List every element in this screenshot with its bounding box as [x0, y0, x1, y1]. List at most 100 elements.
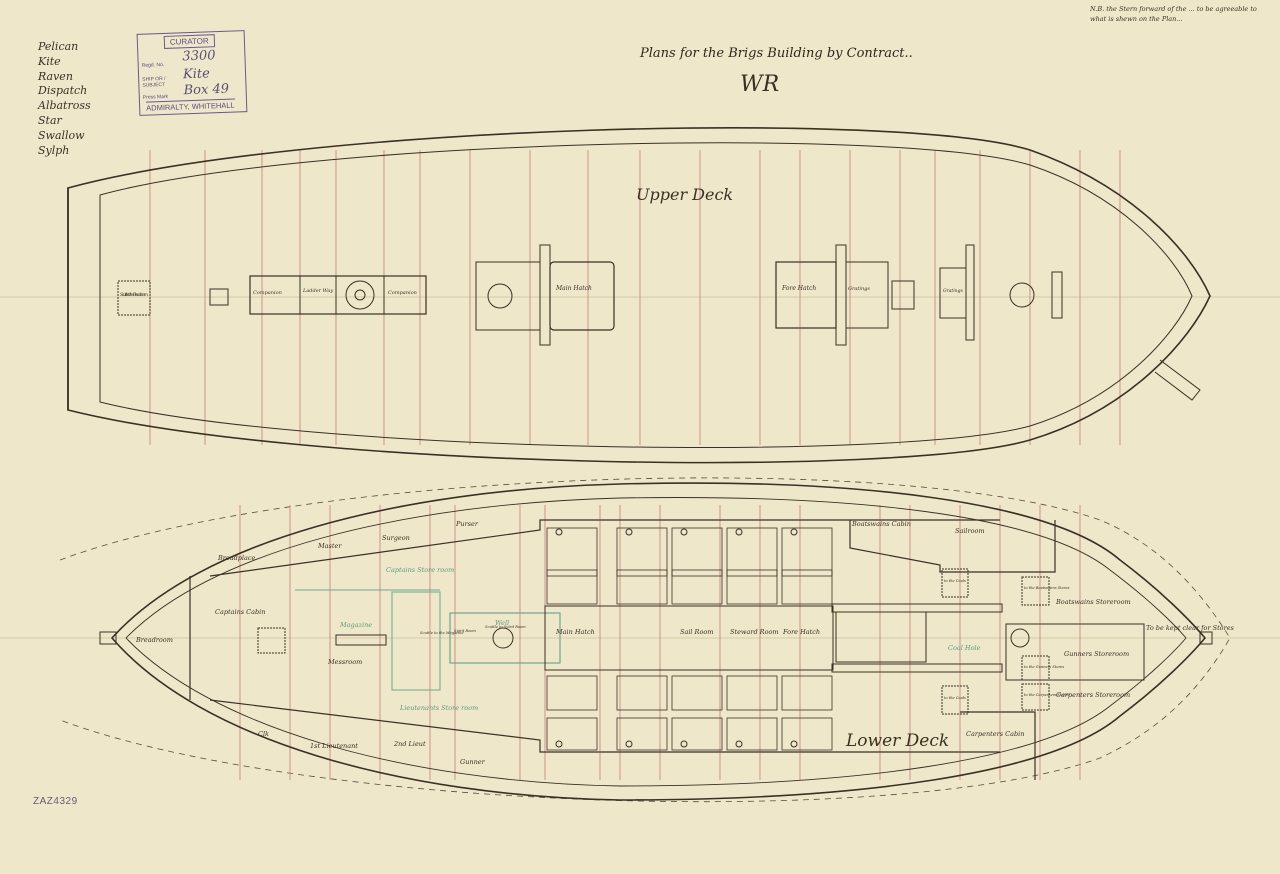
label-to-be-kept-clear: To be kept clear for Stores: [1146, 624, 1235, 632]
note: N.B. the Stern forward of the ... to be …: [1090, 5, 1257, 23]
hold-hatch-cell: [671, 569, 723, 605]
hold-hatch-cell: [546, 717, 598, 751]
label-companion: Companion: [388, 290, 417, 296]
label-fore-hatch: Fore Hatch: [782, 628, 820, 636]
signature: WR: [740, 72, 780, 97]
hold-hatchway: [544, 605, 834, 671]
label-surgeon: Surgeon: [382, 534, 410, 542]
coaming: [965, 244, 975, 341]
ring-bolt-icon: [680, 740, 688, 748]
scuttle-coals: [941, 568, 969, 598]
label-second-lieutenant: 2nd Lieut: [393, 740, 426, 748]
label-carpenters-store: to the Carpenters Stores: [1024, 693, 1069, 697]
scuttle-carpenter: [1021, 683, 1050, 711]
label-scuttle-spirit: Scuttle to Spirit Room: [485, 625, 526, 629]
label-boatswains-storeroom: Boatswains Storeroom: [1055, 598, 1131, 606]
reference-number: ZAZ4329: [33, 796, 78, 807]
scuttle-coals: [941, 685, 969, 715]
ship-name-list: Pelican Kite Raven Dispatch Albatross St…: [38, 40, 91, 158]
lower-deck-hull: [110, 482, 1207, 801]
hold-hatch-cell: [726, 527, 778, 577]
scuttle-breadroom: [117, 280, 151, 316]
fore-hatch: [775, 261, 837, 329]
ring-bolt-icon: [555, 740, 563, 748]
label-bread-place: Breadplace: [217, 554, 256, 562]
label-clk: Clk: [258, 730, 269, 738]
hold-hatch-cell: [616, 675, 668, 711]
hold-hatch-cell: [671, 717, 723, 751]
label-magazine: Magazine: [339, 621, 372, 629]
hold-hatch-cell: [616, 527, 668, 577]
ship-name: Kite: [38, 54, 61, 68]
plan-title: Plans for the Brigs Building by Contract…: [640, 46, 913, 61]
label-sail-room: Sail Room: [680, 628, 713, 636]
bulkhead-starboard: [209, 519, 1000, 577]
upper-deck-plan: Upper Deck Scuttle to the Breadroom Comp…: [67, 127, 1211, 464]
lower-deck-inner: [125, 497, 1187, 787]
coaming: [539, 244, 551, 346]
hatch-box: [257, 627, 286, 654]
magazine-scuttle: [335, 634, 387, 646]
hold-hatch-cell: [546, 675, 598, 711]
capstan-icon: [1010, 628, 1030, 648]
label-coal-hole: Coal Hole: [948, 644, 981, 652]
hold-hatch-cell: [726, 569, 778, 605]
storeroom-passage: [1005, 623, 1145, 681]
ring-bolt-icon: [680, 528, 688, 536]
label-captains-store: Captains Store room: [386, 566, 454, 574]
lower-deck-title: Lower Deck: [845, 731, 949, 751]
ring-bolt-icon: [735, 528, 743, 536]
galley-box: [891, 280, 915, 310]
bowsprit-step: [1154, 359, 1201, 401]
label-messroom: Messroom: [327, 658, 362, 666]
upper-deck-hull: [67, 127, 1211, 464]
label-main-hatch: Main Hatch: [555, 628, 595, 636]
hold-hatch-cell: [671, 675, 723, 711]
hold-hatch-cell: [781, 527, 833, 577]
ship-name: Raven: [38, 69, 73, 83]
ship-name: Star: [38, 113, 62, 127]
upper-deck-title: Upper Deck: [636, 185, 733, 204]
label-boatswains-store: to the Boatswains Stores: [1024, 586, 1070, 590]
label-gratings: Gratings: [848, 286, 870, 292]
carpenter-cabin-wall: [960, 711, 1036, 780]
hold-hatch-cell: [616, 717, 668, 751]
label-captains-cabin: Captains Cabin: [215, 608, 265, 616]
magazine-room: [391, 591, 441, 691]
ring-bolt-icon: [790, 528, 798, 536]
label-carpenters-storeroom: Carpenters Storeroom: [1056, 691, 1130, 699]
label-spirit-room: Spirit Room: [454, 629, 476, 633]
label-carpenters-cabin: Carpenters Cabin: [966, 730, 1024, 738]
ship-name: Pelican: [38, 40, 79, 53]
capstan-hub: [354, 289, 366, 301]
scuttle-boatswain: [1021, 576, 1050, 606]
ship-name: Sylph: [38, 143, 70, 157]
beam: [831, 663, 1003, 673]
coal-hole-hatch: [835, 611, 927, 663]
label-boatswains-cabin: Boatswains Cabin: [851, 520, 911, 528]
hold-hatch-cell: [781, 675, 833, 711]
label-first-lieutenant: 1st Lieutenant: [310, 742, 358, 750]
pumps-block: [475, 261, 541, 331]
label-lieutenants-store: Lieutenants Store room: [399, 704, 478, 712]
label-purser: Purser: [455, 520, 479, 528]
ring-bolt-icon: [625, 528, 633, 536]
hold-hatch-cell: [546, 527, 598, 577]
ring-bolt-icon: [555, 528, 563, 536]
capstan-small: [209, 288, 229, 306]
boatswain-cabin-wall: [849, 520, 1056, 573]
ship-name: Swallow: [38, 128, 85, 142]
ring-bolt-icon: [735, 740, 743, 748]
ship-name: Dispatch: [38, 84, 88, 98]
well-area: [449, 612, 561, 664]
hold-hatch-cell: [616, 569, 668, 605]
label-gunner: Gunner: [460, 758, 486, 766]
main-capstan-icon: [487, 283, 513, 309]
hold-hatch-cell: [781, 569, 833, 605]
hold-hatch-cell: [726, 675, 778, 711]
hold-hatch-cell: [781, 717, 833, 751]
label-scuttle-magazine: Scuttle to the Magazine: [420, 631, 464, 635]
label-steward-room: Steward Room: [730, 628, 779, 636]
